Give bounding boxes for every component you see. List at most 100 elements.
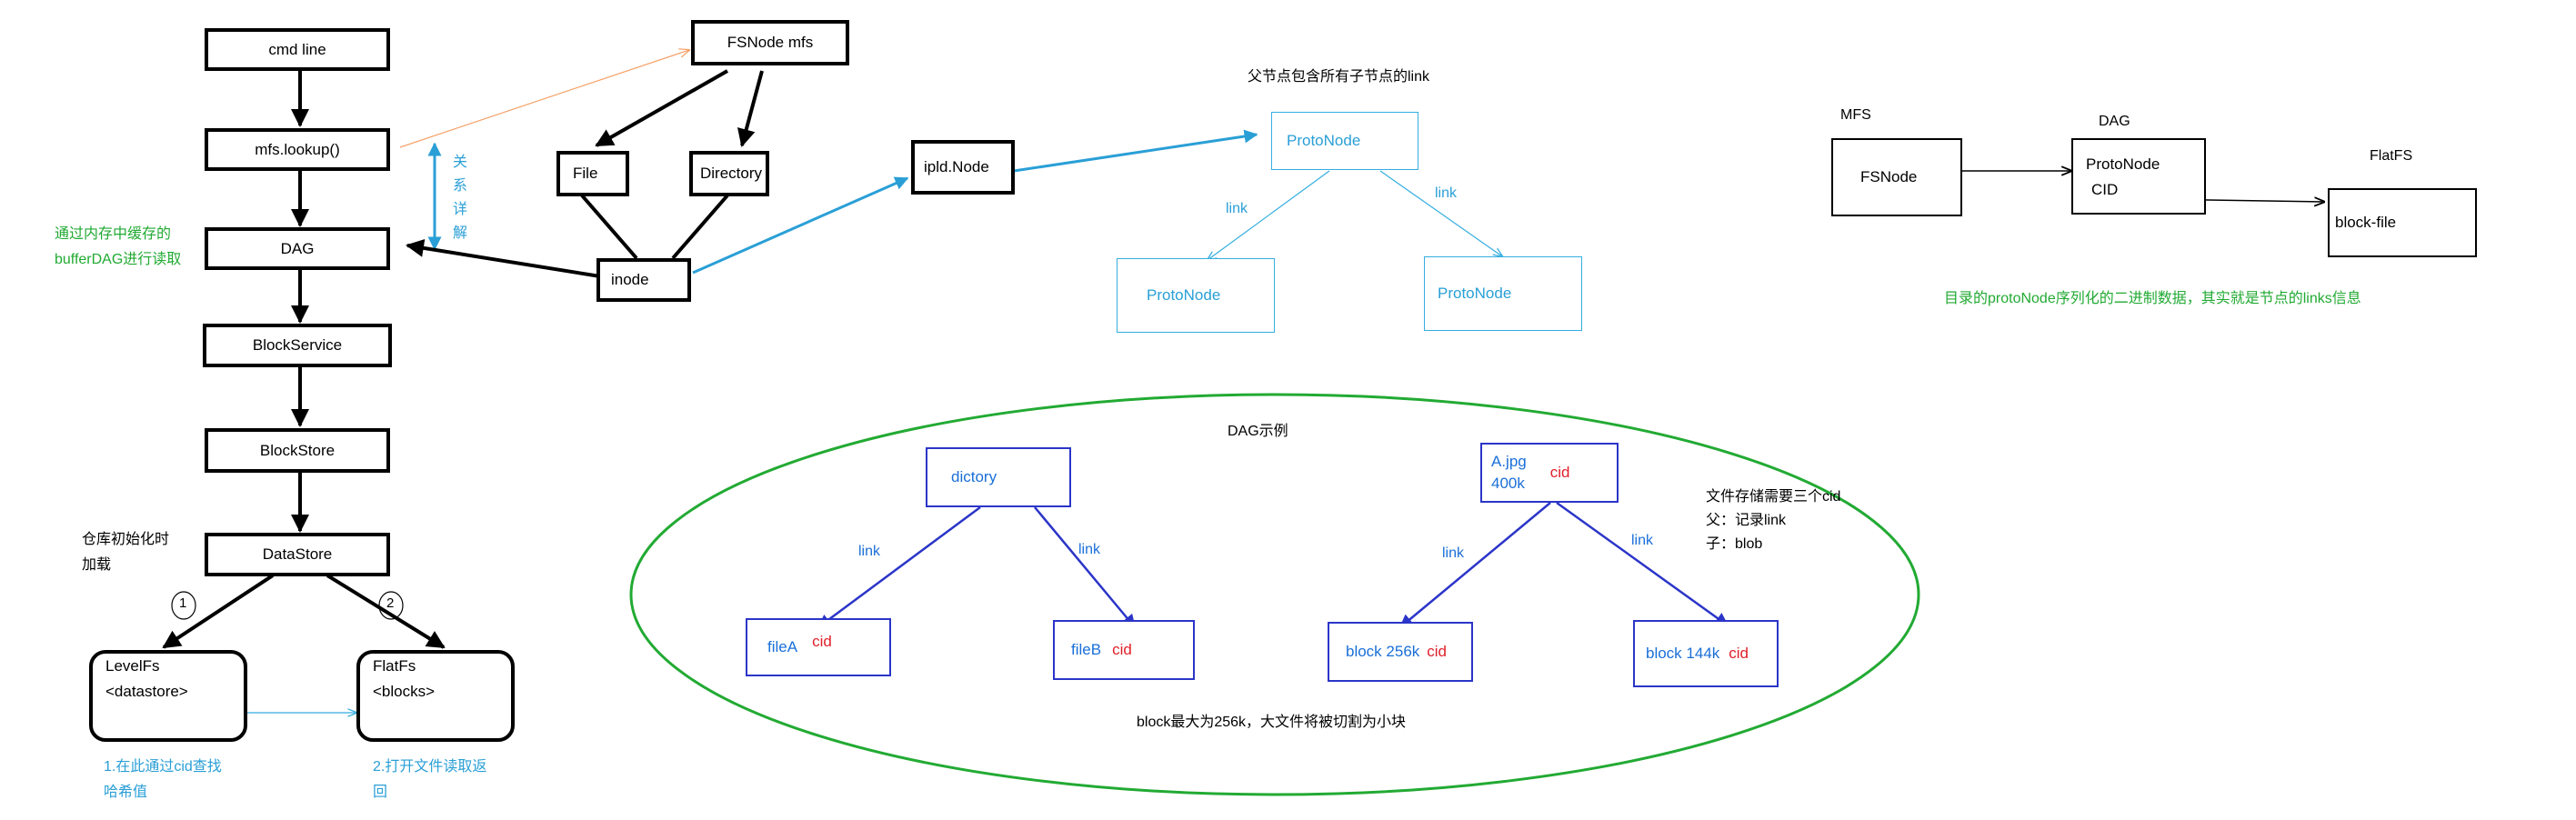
line-file-to-inode	[580, 194, 638, 260]
arrow-ipld-to-protonode	[1013, 129, 1258, 173]
relation-char-3: 详	[452, 202, 467, 217]
fileb-label: fileB	[1071, 641, 1102, 658]
flatfs-note-line2: 回	[373, 785, 388, 800]
flatfs-label: FlatFs	[373, 657, 416, 675]
directory-label: Directory	[700, 165, 763, 182]
levelfs-note-line1: 1.在此通过cid查找	[104, 759, 222, 775]
arrow-datastore-to-levelfs	[162, 574, 275, 649]
ajpg-line2: 400k	[1491, 475, 1525, 492]
levelfs-label: LevelFs	[105, 657, 160, 675]
filea-label: fileA	[767, 638, 798, 655]
mfs-title: MFS	[1840, 107, 1871, 123]
ipld-node-box: ipld.Node	[911, 140, 1015, 195]
flatfs-sublabel: <blocks>	[373, 683, 436, 700]
dag-right-title: DAG	[2099, 114, 2130, 129]
block144-cid: cid	[1729, 645, 1749, 662]
ajpg-cid: cid	[1549, 464, 1570, 481]
cache-note: 通过内存中缓存的 bufferDAG进行读取	[55, 222, 181, 273]
arrow-proto-to-right	[1379, 170, 1502, 256]
bottom-note: block最大为256k，大文件将被切割为小块	[1137, 715, 1407, 730]
arrow-dictory-to-filea	[817, 505, 981, 629]
cmd-line-label: cmd line	[268, 40, 326, 58]
line-directory-to-inode	[671, 194, 729, 260]
cmd-line-box: cmd line	[205, 28, 390, 71]
mfs-lookup-label: mfs.lookup()	[255, 140, 340, 158]
blockstore-box: BlockStore	[205, 428, 390, 473]
flatfs-box: FlatFs <blocks>	[356, 650, 515, 742]
protonode-right-label: ProtoNode	[1438, 285, 1512, 302]
arrow-datastore-to-flatfs	[326, 574, 446, 649]
inode-box: inode	[596, 258, 691, 302]
fsnode-mfs-box: FSNode mfs	[691, 20, 849, 65]
arrow-inode-to-ipld	[692, 176, 909, 275]
arrow-inode-to-dag	[406, 238, 601, 278]
flatfs-note: 2.打开文件读取返 回	[373, 755, 486, 805]
fileb-cid: cid	[1112, 641, 1132, 658]
link-1-label: link	[858, 544, 881, 559]
protonode-top-box: ProtoNode	[1271, 112, 1418, 170]
protonode-right-box: ProtoNode	[1424, 256, 1582, 331]
link-2-label: link	[1078, 542, 1101, 557]
arrow-proto-to-left	[1208, 170, 1330, 260]
blockservice-label: BlockService	[252, 336, 343, 354]
ipld-node-label: ipld.Node	[924, 158, 989, 175]
storage-note-line3: 子：blob	[1706, 536, 1763, 552]
dag-example-ellipse	[629, 393, 1920, 796]
circle-2	[378, 591, 404, 620]
cid-right-label: CID	[2091, 181, 2119, 198]
levelfs-note-line2: 哈希值	[104, 785, 148, 800]
cache-note-line2: bufferDAG进行读取	[55, 252, 182, 267]
levelfs-sublabel: <datastore>	[105, 683, 188, 700]
init-note: 仓库初始化时 加载	[82, 527, 169, 578]
init-note-line2: 加载	[82, 557, 112, 573]
fsnode-mfs-label: FSNode mfs	[727, 34, 814, 51]
flatfs-note-line1: 2.打开文件读取返	[373, 759, 487, 775]
circle-1	[171, 591, 196, 620]
fsnode-right-box: FSNode	[1831, 138, 1962, 216]
storage-note-line1: 文件存储需要三个cid	[1706, 489, 1841, 505]
fsnode-right-label: FSNode	[1860, 168, 1918, 185]
levelfs-box: LevelFs <datastore>	[89, 650, 247, 742]
filea-box: fileA cid	[746, 618, 891, 676]
init-note-line1: 仓库初始化时	[82, 532, 170, 547]
file-label: File	[573, 165, 598, 182]
dictory-box: dictory	[926, 447, 1071, 507]
storage-note: 文件存储需要三个cid 父：记录link 子：blob	[1706, 485, 1840, 556]
file-box: File	[556, 151, 629, 196]
flatfs-right-title: FlatFS	[2370, 148, 2413, 164]
relation-char-2: 系	[452, 178, 467, 194]
arrow-dictory-to-fileb	[1034, 506, 1136, 629]
protonode-right-title: ProtoNode	[2086, 155, 2160, 173]
arrow-lookup-to-fsnode	[399, 50, 689, 148]
levelfs-note: 1.在此通过cid查找 哈希值	[104, 755, 222, 805]
blockservice-box: BlockService	[203, 324, 392, 367]
block144-box: block 144k cid	[1633, 620, 1779, 687]
inode-label: inode	[611, 271, 649, 288]
datastore-label: DataStore	[262, 545, 333, 563]
link-4-label: link	[1631, 533, 1654, 548]
relation-char-4: 解	[452, 225, 467, 241]
datastore-box: DataStore	[205, 533, 390, 576]
dictory-label: dictory	[951, 468, 997, 485]
protonode-top-label: ProtoNode	[1287, 132, 1361, 149]
relation-char-1: 关	[452, 155, 467, 170]
arrow-fsnode-to-directory	[737, 70, 764, 147]
protonode-left-box: ProtoNode	[1117, 258, 1275, 333]
dag-box: DAG	[205, 227, 390, 270]
mfs-lookup-box: mfs.lookup()	[205, 128, 390, 171]
filea-cid: cid	[812, 633, 832, 650]
ajpg-line1: A.jpg	[1491, 453, 1527, 470]
arrow-fsnode-to-file	[595, 69, 728, 147]
fileb-box: fileB cid	[1053, 620, 1195, 680]
block256-box: block 256k cid	[1328, 622, 1473, 682]
block256-label: block 256k	[1346, 643, 1420, 660]
circle-1-label: 1	[179, 595, 187, 611]
proto-link-left: link	[1226, 201, 1248, 216]
dag-example-title: DAG示例	[1228, 424, 1288, 439]
block256-cid: cid	[1427, 643, 1448, 660]
block-file-label: block-file	[2335, 214, 2397, 231]
cache-note-line1: 通过内存中缓存的	[55, 226, 172, 242]
dag-label: DAG	[280, 239, 315, 257]
ajpg-text: A.jpg 400k	[1491, 451, 1527, 495]
